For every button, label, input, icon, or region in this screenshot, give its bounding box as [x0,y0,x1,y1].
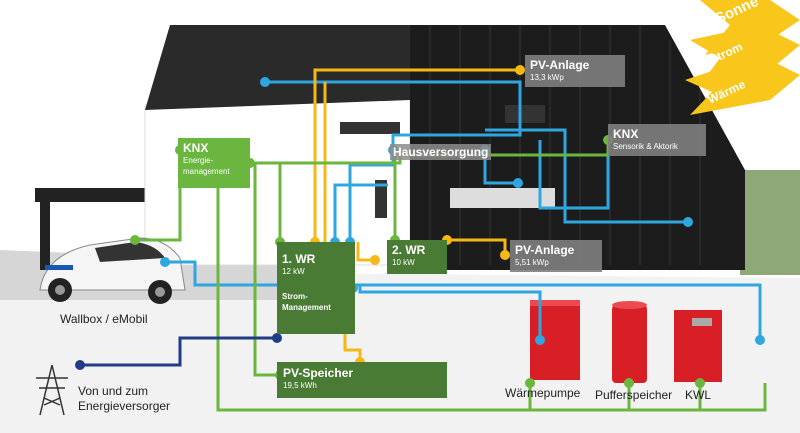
knx-sub1: Energie- [183,156,214,165]
white-house-roof [145,25,410,110]
knx-sub2: management [183,167,230,176]
pv-storage-title: PV-Speicher [283,366,354,380]
pv-side-sub: 5,51 kWp [515,258,549,267]
pv-storage-box: PV-Speicher 19,5 kWh [277,362,447,398]
grid-label-line1: Von und zum [78,384,149,398]
pv-roof-title: PV-Anlage [530,58,590,72]
car-illustration [39,237,186,304]
heatpump-label: Wärmepumpe [505,386,581,400]
strom-management-line2: Management [282,303,331,312]
sun-arrows [685,0,800,115]
pv-storage-sub: 19,5 kWh [283,381,317,390]
kwl-label: KWL [685,388,712,402]
strom-management-line1: Strom- [282,292,308,301]
pylon-icon [36,364,68,416]
hausversorgung-label: Hausversorgung [390,144,492,160]
window [505,105,545,123]
black-house [410,25,745,270]
wallbox-label: Wallbox / eMobil [60,312,148,326]
pv-roof-box: PV-Anlage 13,3 kWp [525,55,625,87]
pv-roof-sub: 13,3 kWp [530,73,564,82]
hedge [740,170,800,275]
window [375,180,387,218]
carport-post [40,200,50,270]
ground [0,270,800,433]
knx-title: KNX [183,141,209,155]
pv-side-title: PV-Anlage [515,243,575,257]
blue-lines [165,80,762,340]
window [450,188,555,208]
pv-side-box: PV-Anlage 5,51 kWp [510,240,602,272]
grid-label-line2: Energieversorger [78,399,171,413]
wr2-title: 2. WR [392,243,426,257]
grid-line [80,336,277,367]
buffer-tank-device [612,301,647,383]
wr1-box: 1. WR 12 kW Strom- Management [277,242,355,334]
knx-sensor-title: KNX [613,127,639,141]
knx-sensor-box: KNX Sensorik & Aktorik [608,124,706,156]
wr1-sub: 12 kW [282,267,305,276]
wr1-title: 1. WR [282,252,316,266]
knx-energy-management-box: KNX Energie- management [178,138,250,188]
buffer-label: Pufferspeicher [595,388,673,402]
knx-sensor-sub: Sensorik & Aktorik [613,142,678,151]
wr2-sub: 10 kW [392,258,415,267]
wr2-box: 2. WR 10 kW [387,240,447,274]
kwl-device [674,310,722,382]
window [340,122,400,134]
